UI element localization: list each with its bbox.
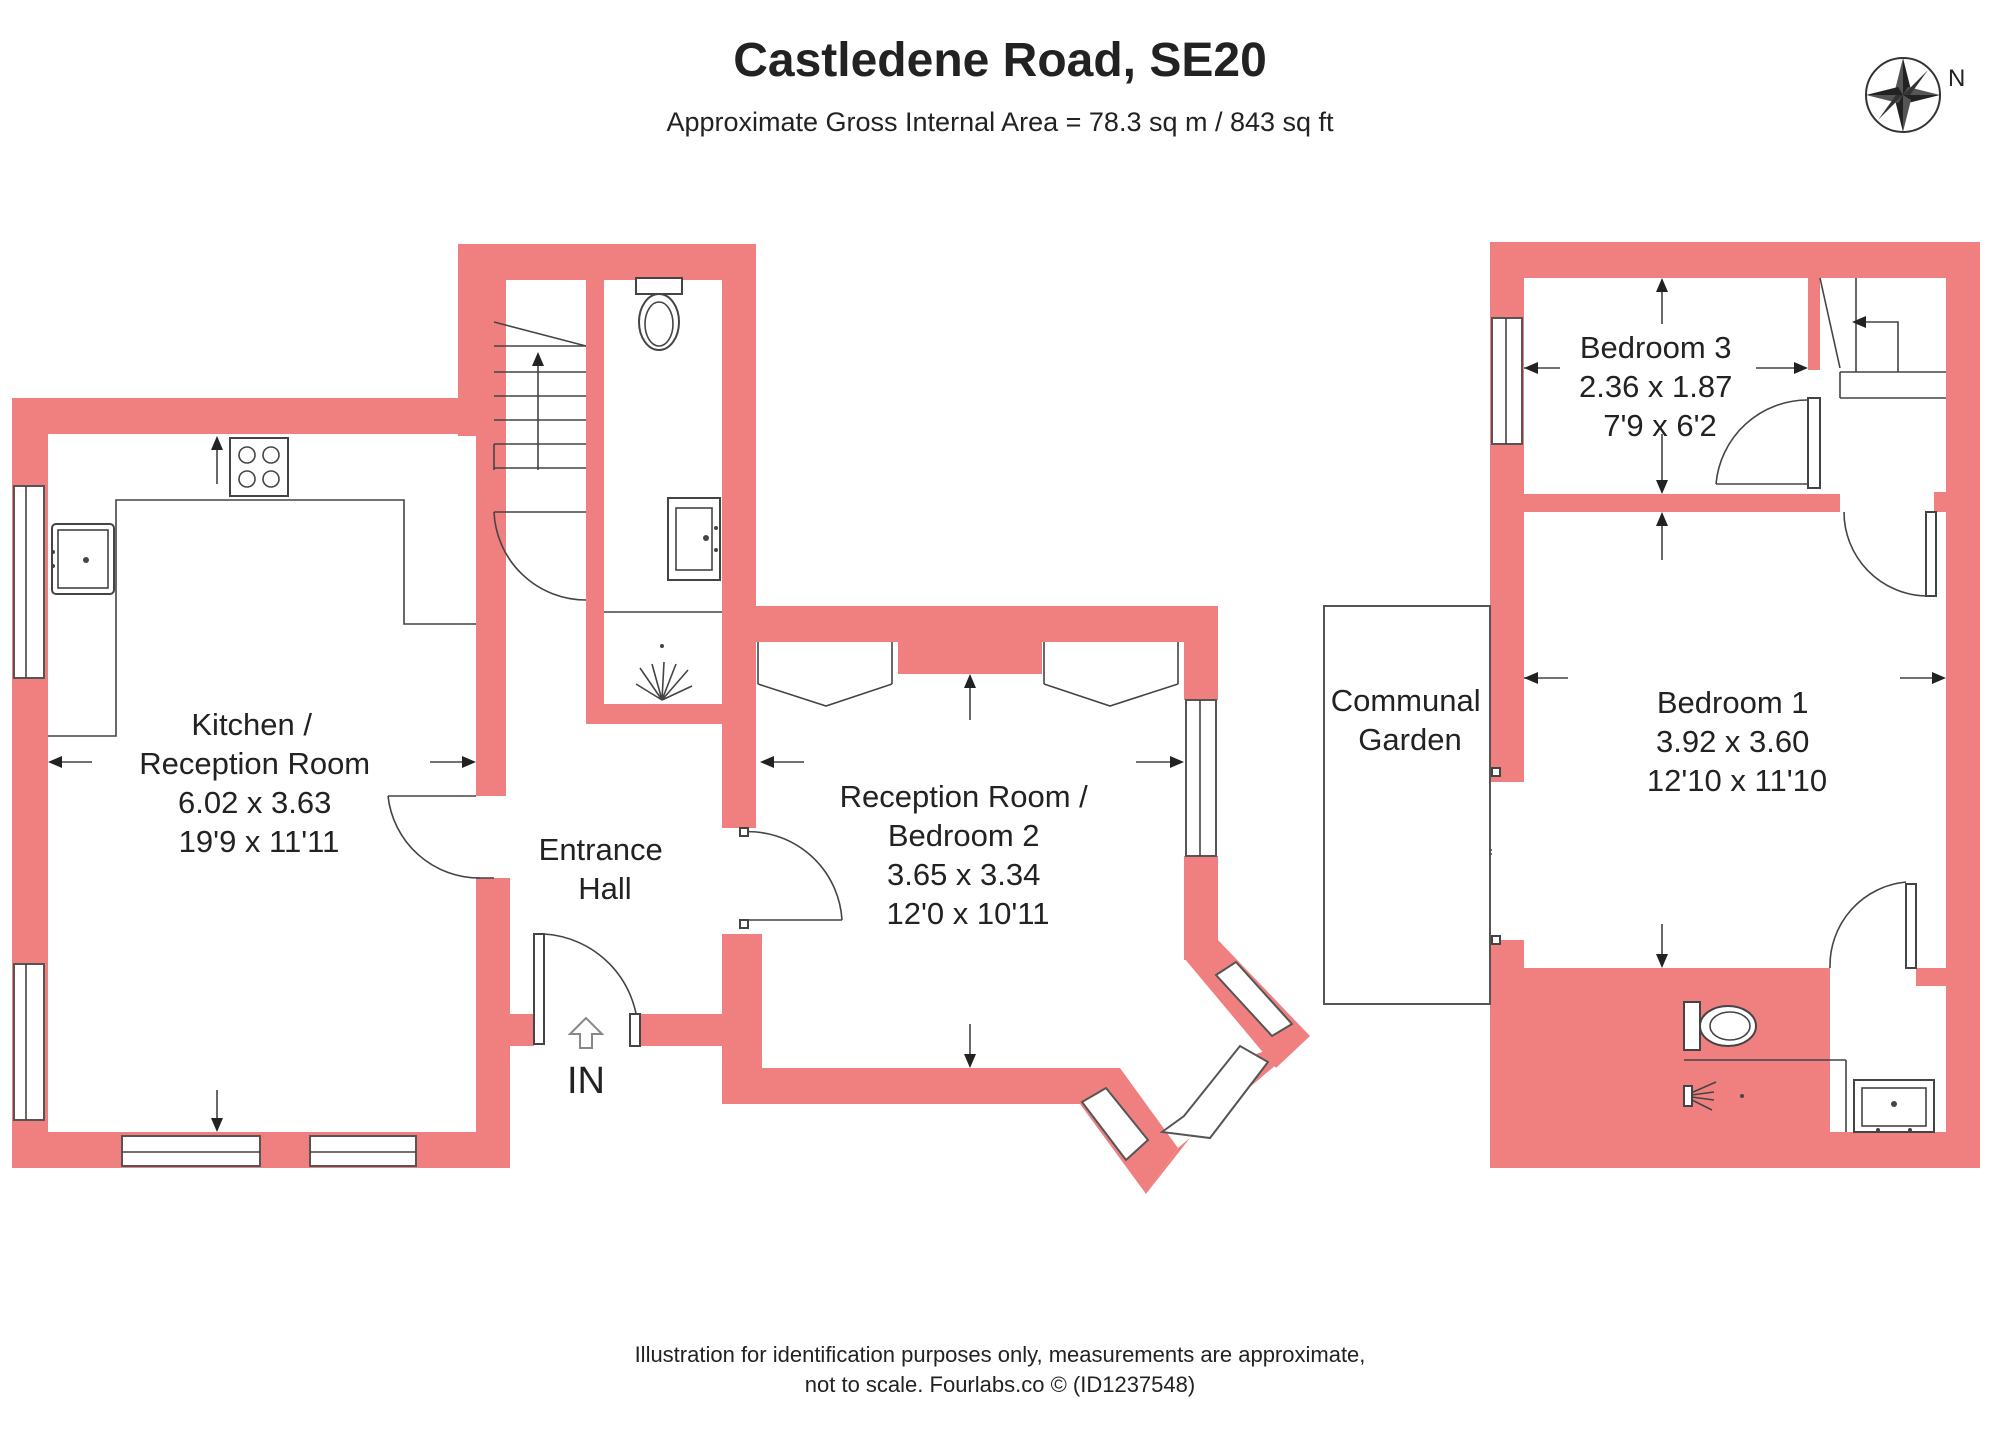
reception-label: Reception Room / Bedroom 2 3.65 x 3.34 1… xyxy=(840,779,1097,931)
first-floor: Bedroom 3 2.36 x 1.87 7'9 x 6'2 Bedroom … xyxy=(1323,242,1980,1168)
north-compass-icon xyxy=(1865,57,1941,133)
footer-disclaimer-line2: not to scale. Fourlabs.co © (ID1237548) xyxy=(805,1372,1195,1397)
kitchen-door xyxy=(387,795,494,879)
upper-staircase xyxy=(1819,277,1946,399)
stair-block-walls xyxy=(458,244,756,828)
first-floor-walls xyxy=(1490,242,1980,1168)
ensuite-shower-icon xyxy=(1683,1081,1744,1111)
footer-disclaimer-line1: Illustration for identification purposes… xyxy=(635,1342,1366,1367)
staircase xyxy=(493,321,587,470)
kitchen-sink-icon xyxy=(51,523,115,595)
bedroom1-dimension-arrows xyxy=(1524,512,1946,968)
ensuite-door xyxy=(1829,881,1917,969)
shower-icon xyxy=(604,611,722,701)
bedroom3-label: Bedroom 3 2.36 x 1.87 7'9 x 6'2 xyxy=(1579,330,1741,443)
compass-north-label: N xyxy=(1948,65,1965,92)
ensuite-toilet-icon xyxy=(1683,1001,1757,1051)
bedroom1-label: Bedroom 1 3.92 x 3.60 12'10 x 11'10 xyxy=(1647,685,1827,798)
communal-garden-area xyxy=(1323,605,1491,1005)
bedroom3-door xyxy=(1715,397,1821,489)
front-door xyxy=(533,933,641,1047)
kitchen-label: Kitchen / Reception Room 6.02 x 3.63 19'… xyxy=(139,707,379,859)
page-title: Castledene Road, SE20 xyxy=(733,34,1267,87)
entrance-label: IN xyxy=(567,1060,605,1102)
bedroom3-dimension-arrows xyxy=(1524,278,1808,494)
kitchen-counter xyxy=(48,499,476,737)
reception-door xyxy=(739,827,843,929)
stair-door xyxy=(493,511,587,601)
kitchen-dimension-arrows xyxy=(48,436,476,1132)
ensuite-basin-icon xyxy=(1684,1059,1935,1133)
toilet-icon xyxy=(635,277,683,351)
entrance-hall-label: Entrance Hall xyxy=(539,832,672,906)
page-subtitle: Approximate Gross Internal Area = 78.3 s… xyxy=(666,107,1334,137)
bedroom3-window xyxy=(1491,317,1523,445)
entrance-arrow-icon xyxy=(567,1016,605,1049)
kitchen-windows xyxy=(13,485,417,1167)
communal-garden-label: Communal Garden xyxy=(1331,683,1490,757)
reception-wardrobes xyxy=(757,642,1179,707)
kitchen-walls xyxy=(12,244,510,1168)
kitchen-hob-icon xyxy=(229,437,289,497)
wc-basin-icon xyxy=(667,497,721,581)
ground-floor: IN Kitchen / Reception Room xyxy=(12,244,1310,1194)
reception-windows xyxy=(1080,699,1294,1162)
reception-dimension-arrows xyxy=(760,674,1184,1068)
bedroom1-door-top xyxy=(1843,511,1937,597)
